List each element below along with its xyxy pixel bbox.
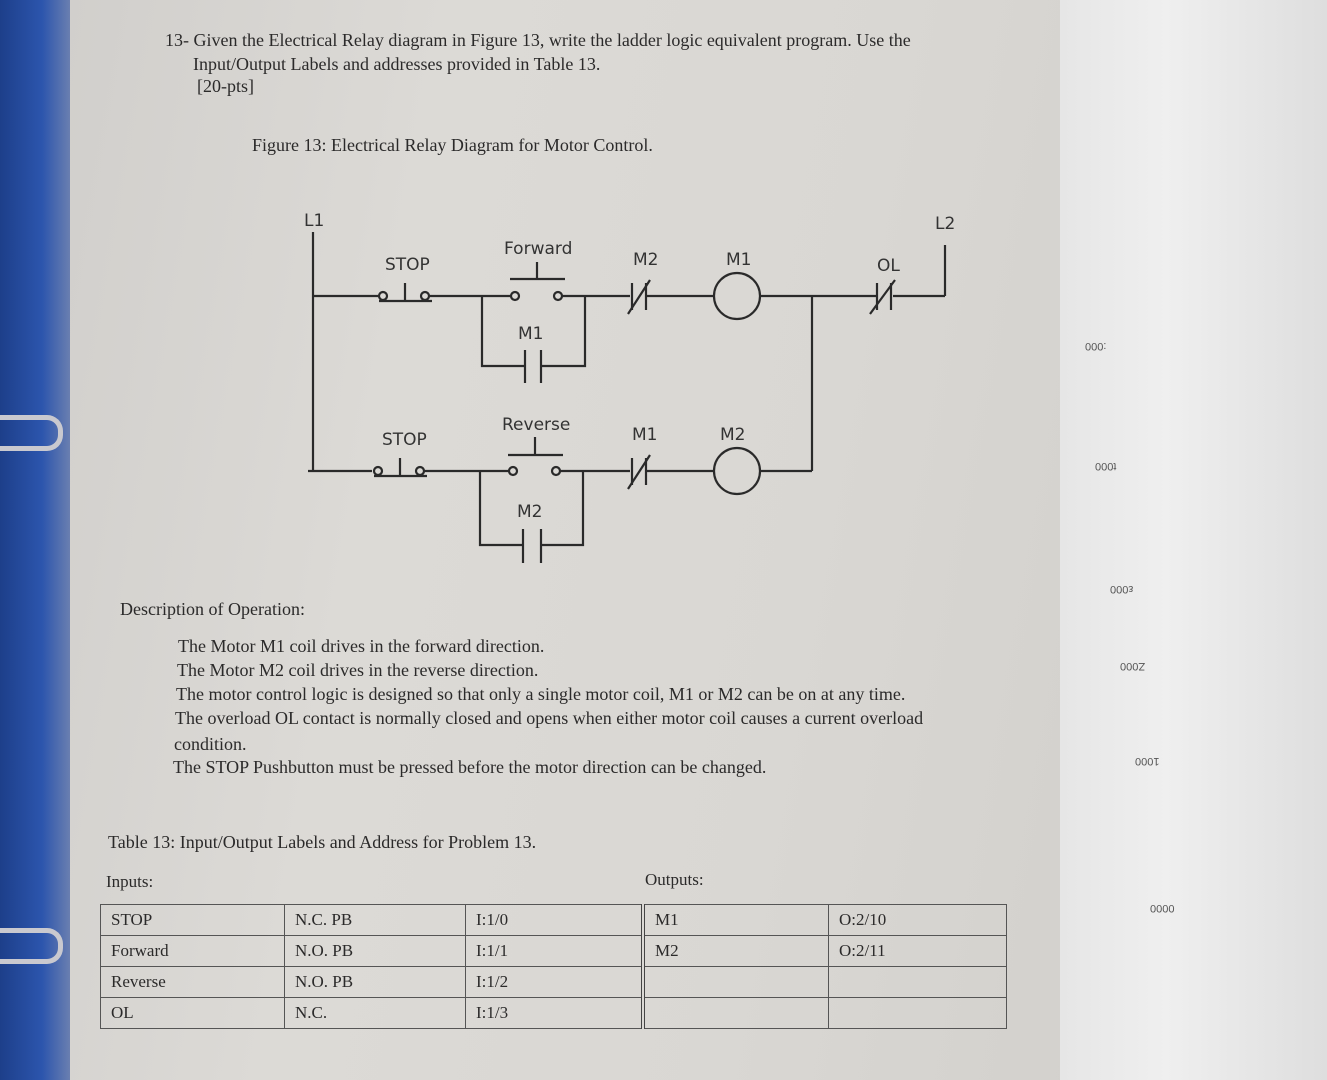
description-line: condition. [174,734,247,754]
question-line-2: Input/Output Labels and addresses provid… [193,54,601,74]
description-heading: Description of Operation: [120,599,305,619]
description-line: The overload OL contact is normally clos… [175,708,924,728]
rung1-forward-label: Forward [504,239,572,259]
input-name: Forward [100,935,285,967]
ol-label: OL [877,256,900,276]
m2-coil [712,446,762,496]
question-points: [20-pts] [197,76,254,96]
rung1-m2-label: M2 [633,250,658,270]
input-type: N.C. PB [284,904,466,936]
rung2-stop-label: STOP [382,430,427,450]
output-address [828,966,1007,998]
description-line: The Motor M2 coil drives in the reverse … [177,660,539,680]
description-line: The Motor M1 coil drives in the forward … [178,636,545,656]
outputs-label: Outputs: [645,870,704,889]
figure-caption: Figure 13: Electrical Relay Diagram for … [252,135,653,155]
table-row: Reverse N.O. PB I:1/2 [100,966,1007,998]
binder-ring [0,415,63,451]
m1-coil-label: M1 [726,250,751,270]
output-address [828,997,1007,1029]
side-tab-strip: :000 t000 ε000 Z000 1000 0000 [1060,0,1327,1080]
ol-nc-contact [869,279,896,315]
output-name [641,997,829,1029]
description-line: The STOP Pushbutton must be pressed befo… [173,757,767,777]
rung1-stop-nc-pushbutton [377,283,432,303]
input-name: OL [100,997,285,1029]
l2-label: L2 [935,214,955,234]
inputs-label: Inputs: [106,872,154,891]
input-address: I:1/0 [465,904,644,936]
input-address: I:1/2 [465,966,644,998]
m1-coil [712,271,762,321]
rung2-reverse-label: Reverse [502,415,570,435]
input-address: I:1/3 [465,997,644,1029]
description-line: The motor control logic is designed so t… [176,684,906,704]
table-row: OL N.C. I:1/3 [100,997,1007,1029]
rung2-m2-seal-contact [478,471,585,563]
rung2-m2-seal-label: M2 [517,502,542,522]
input-type: N.O. PB [284,966,466,998]
rung2-reverse-no-pushbutton [507,437,563,477]
l1-rail [308,232,378,473]
output-name: M1 [641,904,829,936]
table-caption: Table 13: Input/Output Labels and Addres… [108,832,537,852]
m2-coil-label: M2 [720,425,745,445]
input-type: N.O. PB [284,935,466,967]
question-line-1: 13- Given the Electrical Relay diagram i… [165,30,911,50]
input-type: N.C. [284,997,466,1029]
binder-ring [0,928,63,964]
rung1-m1-seal-contact [480,296,587,383]
table-row: Forward N.O. PB I:1/1 M2 O:2/11 [100,935,1007,967]
rung1-forward-no-pushbutton [509,262,565,302]
rung2-stop-nc-pushbutton [372,458,427,478]
output-address: O:2/11 [828,935,1007,967]
input-name: STOP [100,904,285,936]
l1-label: L1 [304,211,324,231]
input-address: I:1/1 [465,935,644,967]
rung1-stop-label: STOP [385,255,430,275]
output-name: M2 [641,935,829,967]
table-row: STOP N.C. PB I:1/0 M1 O:2/10 [100,904,1007,936]
l2-rail [893,245,947,298]
binder-edge [0,0,70,1080]
output-address: O:2/10 [828,904,1007,936]
rung1-m1-seal-label: M1 [518,324,543,344]
input-name: Reverse [100,966,285,998]
output-name [641,966,829,998]
io-table: STOP N.C. PB I:1/0 M1 O:2/10 Forward N.O… [100,904,1007,1029]
rung2-m1-label: M1 [632,425,657,445]
